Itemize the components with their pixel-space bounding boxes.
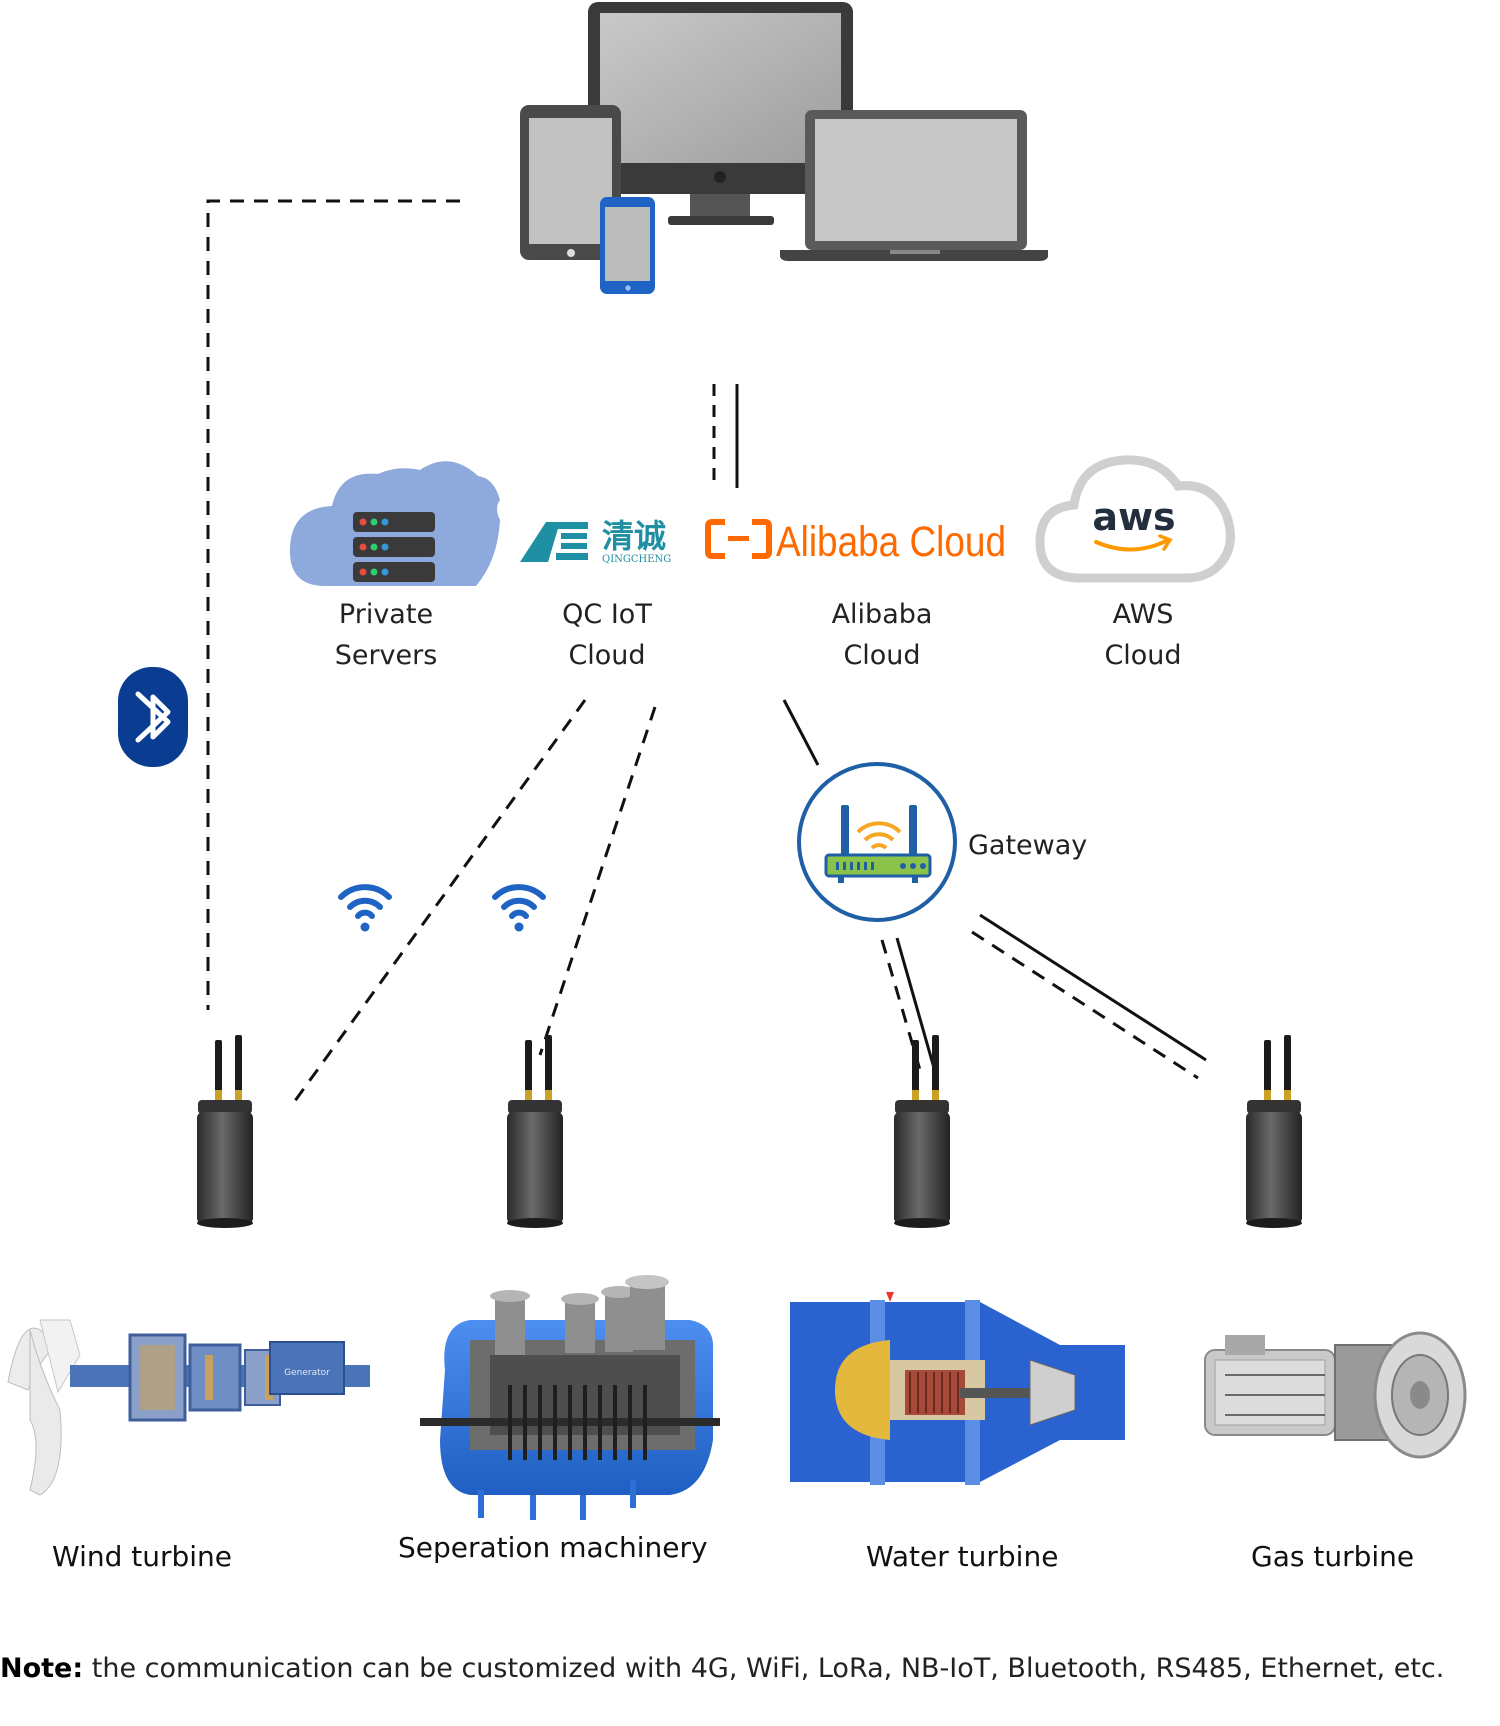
smartphone-icon xyxy=(600,197,655,294)
bluetooth-link-line xyxy=(206,199,460,1010)
gas-turbine-image xyxy=(1204,1331,1467,1459)
aws-cloud-line1: AWS xyxy=(1112,599,1174,630)
wifi-link-line-wind xyxy=(290,699,587,1106)
server-icon xyxy=(353,512,435,582)
alibaba-logo-text: Alibaba Cloud xyxy=(776,518,1006,566)
connection-lines xyxy=(206,199,1207,1106)
wind-turbine-image: Generator xyxy=(7,1319,370,1496)
aws-cloud-line2: Cloud xyxy=(1104,640,1182,671)
qc-iot-cloud-line2: Cloud xyxy=(568,640,646,671)
gateway-label: Gateway xyxy=(968,830,1088,861)
alibaba-cloud-label: Alibaba Cloud xyxy=(810,594,954,676)
private-servers-label: Private Servers xyxy=(314,594,458,676)
sensor-icon xyxy=(197,1035,253,1228)
bluetooth-icon xyxy=(118,667,188,767)
separation-machinery-image xyxy=(420,1275,720,1520)
gateway-gas-dashed-line xyxy=(971,930,1199,1080)
qc-logo-cn-text: 清诚 xyxy=(602,517,666,555)
communication-note: Note: the communication can be customize… xyxy=(0,1653,1500,1684)
gateway-water-solid-line xyxy=(895,937,936,1069)
wifi-icon xyxy=(341,887,389,931)
qc-logo-en-text: QINGCHENG xyxy=(602,554,671,565)
gateway-router-icon xyxy=(797,762,957,922)
sensor-icon xyxy=(507,1035,563,1228)
sensor-icon xyxy=(894,1035,950,1228)
tablet-icon xyxy=(520,105,621,260)
private-servers-line2: Servers xyxy=(334,640,438,671)
alibaba-cloud-line1: Alibaba xyxy=(831,599,933,630)
water-turbine-image xyxy=(790,1292,1125,1485)
note-prefix: Note: xyxy=(0,1653,84,1684)
private-servers-cloud-icon xyxy=(289,461,500,586)
sensor-icon xyxy=(1246,1035,1302,1228)
aws-logo-text: aws xyxy=(1092,495,1175,539)
aws-cloud-label: AWS Cloud xyxy=(1071,594,1215,676)
wifi-link-line-separation xyxy=(538,706,657,1056)
wind-turbine-label: Wind turbine xyxy=(52,1540,233,1573)
note-text: the communication can be customized with… xyxy=(83,1653,1445,1684)
aws-cloud-icon: aws xyxy=(1035,455,1235,583)
cloud-gateway-line xyxy=(782,699,820,766)
gas-turbine-label: Gas turbine xyxy=(1251,1540,1415,1573)
wifi-icon xyxy=(495,887,543,931)
devices-group xyxy=(520,2,1048,294)
alibaba-cloud-line2: Cloud xyxy=(843,640,921,671)
generator-label: Generator xyxy=(284,1368,330,1378)
gateway-gas-solid-line xyxy=(979,913,1207,1062)
qc-iot-cloud-label: QC IoT Cloud xyxy=(535,594,679,676)
laptop-icon xyxy=(780,110,1048,261)
qc-iot-cloud-line1: QC IoT xyxy=(562,599,652,630)
private-servers-line1: Private xyxy=(338,599,434,630)
desktop-monitor-icon xyxy=(588,2,853,225)
separation-machinery-label: Seperation machinery xyxy=(398,1531,708,1564)
qc-iot-logo: 清诚 QINGCHENG xyxy=(520,517,671,565)
water-turbine-label: Water turbine xyxy=(866,1540,1059,1573)
alibaba-cloud-logo: Alibaba Cloud xyxy=(705,518,1006,566)
